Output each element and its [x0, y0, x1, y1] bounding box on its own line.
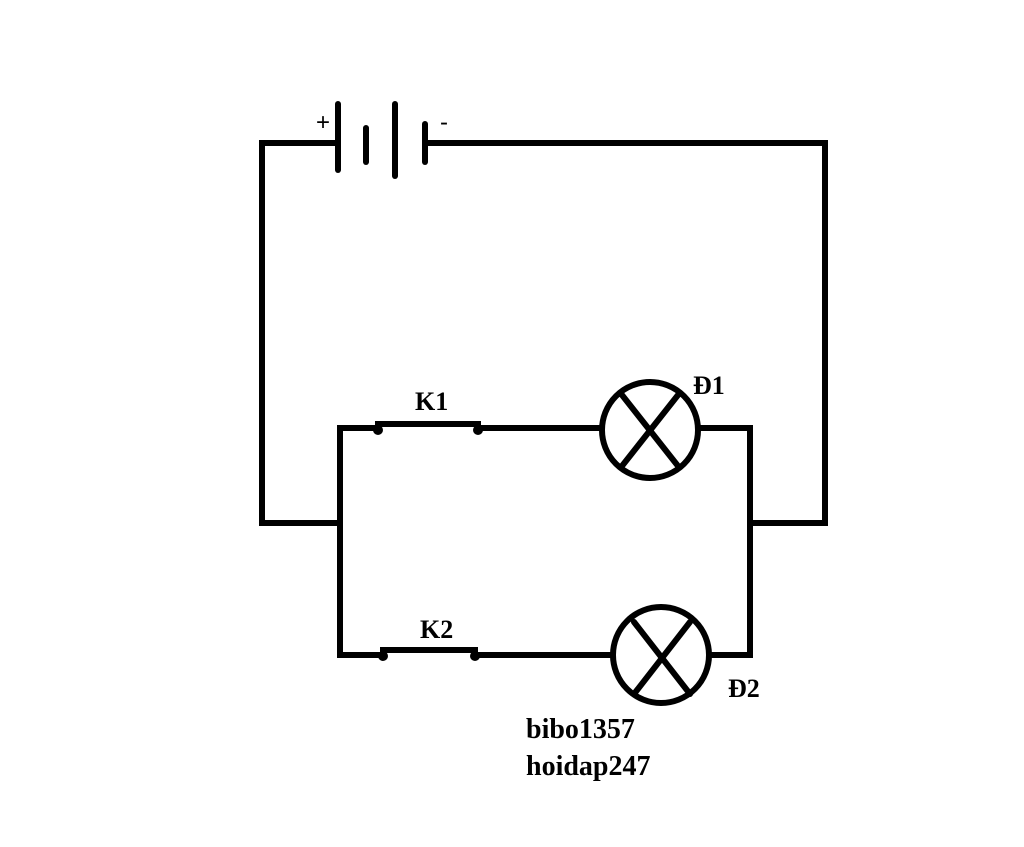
switch-k2-label: K2: [420, 615, 453, 644]
wire-battery-left: [259, 140, 343, 526]
watermark-line-1: bibo1357: [526, 714, 635, 745]
watermark-line-2: hoidap247: [526, 751, 651, 782]
lamp-d2-label: Đ2: [728, 674, 760, 703]
switch-k2-contact-left: [378, 651, 388, 661]
switch-k1-label: K1: [415, 387, 448, 416]
battery-plus-label: +: [316, 109, 330, 136]
lamp-d2-cross-b: [631, 619, 693, 697]
battery-minus-label: -: [440, 109, 448, 136]
lamp-d1-label: Đ1: [693, 371, 725, 400]
wire-battery-right: [422, 140, 828, 526]
switch-k2: [378, 647, 480, 661]
switch-k1-contact-left: [373, 425, 383, 435]
lamp-d1-cross-b: [619, 392, 681, 469]
lamp-d2: [610, 604, 712, 706]
lamp-d1: [599, 379, 701, 481]
switch-k1: [373, 421, 483, 435]
battery-symbol: [335, 101, 428, 179]
